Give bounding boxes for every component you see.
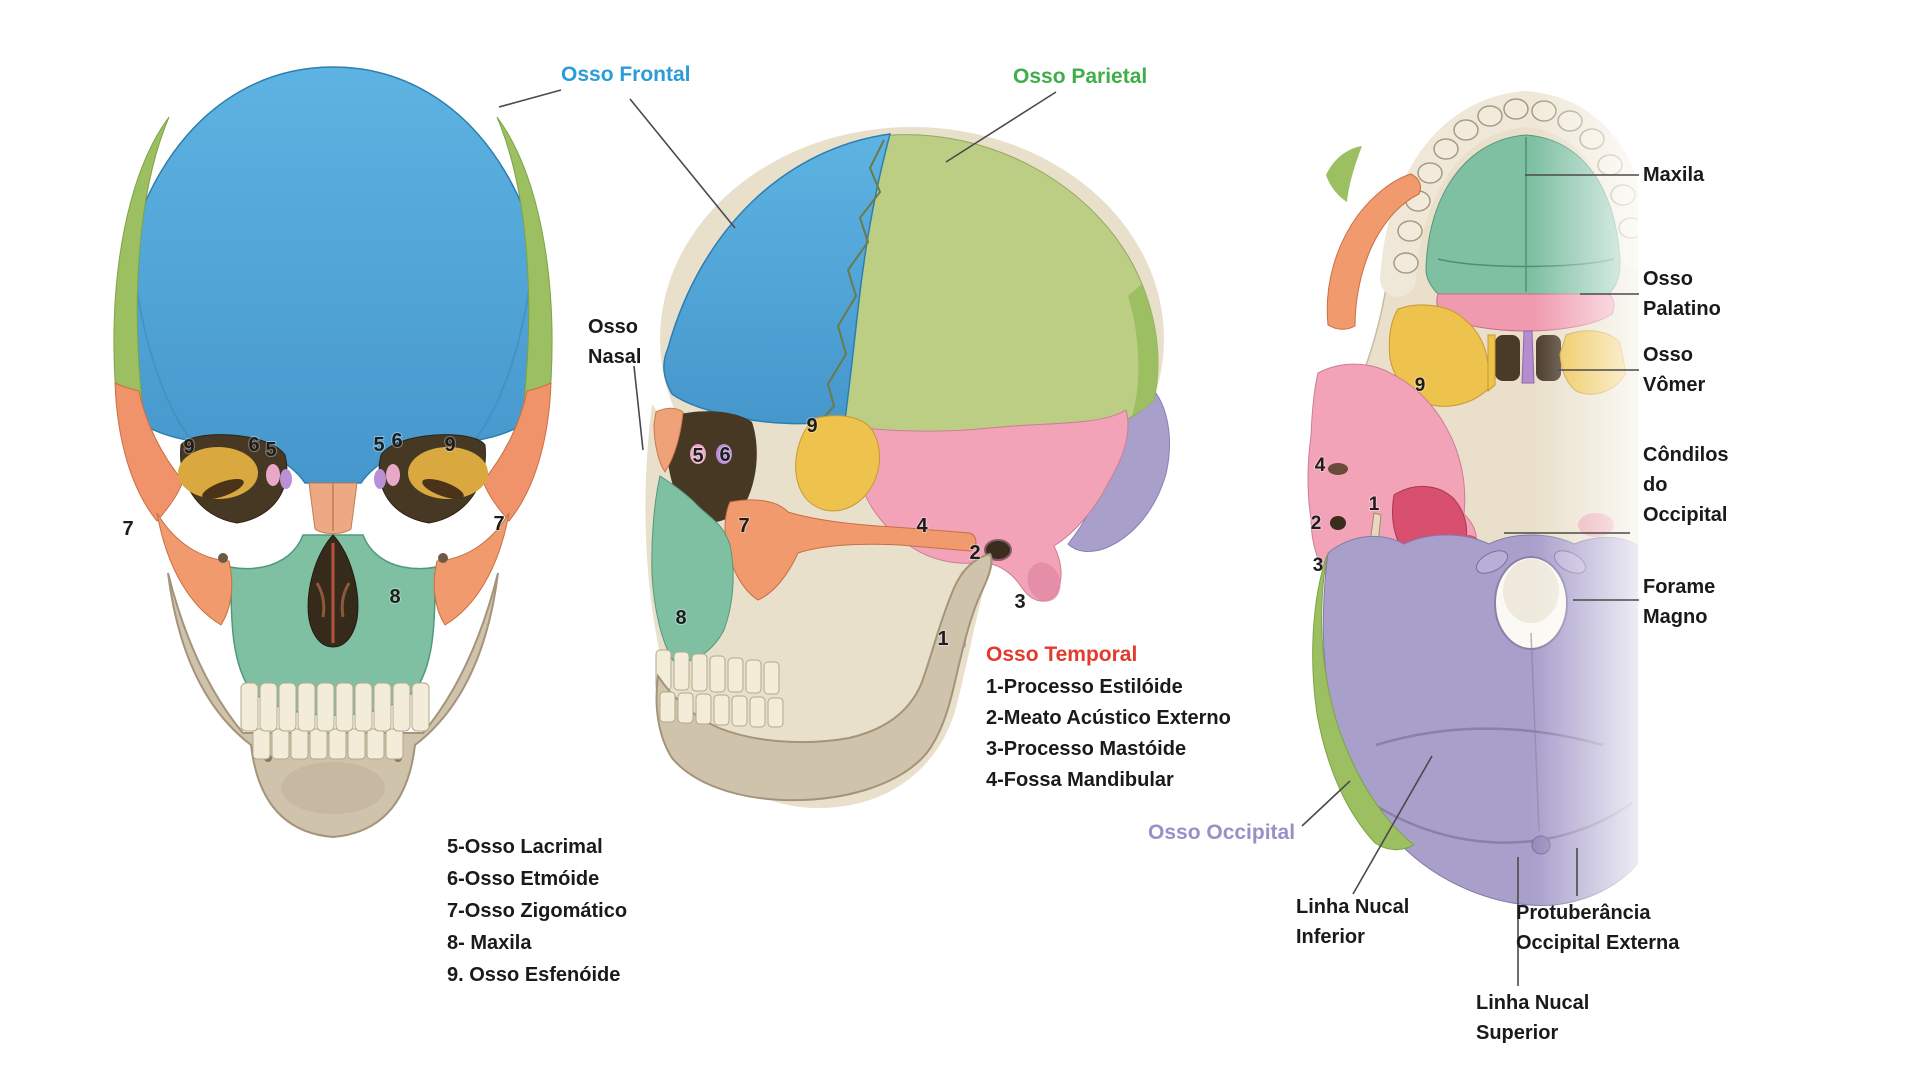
- eye-orbits: [178, 434, 488, 524]
- bone-number-label: 9: [1415, 375, 1426, 396]
- nasal-region: [307, 482, 359, 648]
- legend-item-fossa-mandibular: 4-Fossa Mandibular: [986, 769, 1174, 792]
- label-osso-palatino: Osso Palatino: [1643, 268, 1721, 320]
- nasal-bone: [653, 407, 684, 473]
- maxilla-bone: [651, 475, 734, 663]
- legend-item-osso-esfenoide: 9. Osso Esfenóide: [447, 964, 621, 986]
- legend-temporal-title: Osso Temporal: [986, 643, 1138, 666]
- mandibular-fossa: [1328, 463, 1348, 475]
- label-osso-occipital: Osso Occipital: [1148, 821, 1296, 844]
- bone-number-label: 5: [265, 439, 276, 461]
- legend-item-osso-lacrimal: 5-Osso Lacrimal: [447, 836, 603, 858]
- frontal-bone: [663, 133, 892, 425]
- bone-number-label: 7: [122, 518, 133, 540]
- zygomatic-bone-right: [433, 512, 510, 626]
- legend-item-meato-acustico: 2-Meato Acústico Externo: [986, 707, 1231, 730]
- bone-number-label: 9: [183, 436, 194, 458]
- lacrimal-bone-left: [266, 464, 280, 486]
- eye-orbit: [667, 411, 757, 523]
- inferior-skull-illustration: 9 4 2 3 1: [1307, 73, 1638, 913]
- legend-item-osso-zigomatico: 7-Osso Zigomático: [447, 900, 628, 922]
- bone-number-label: 6: [248, 434, 259, 456]
- anterior-skull-illustration: 9 6 5 5 6 9 7 7 8: [113, 66, 553, 839]
- bone-number-label: 6: [391, 430, 402, 452]
- bone-number-label: 7: [738, 515, 749, 537]
- occipital-condyle-left: [1475, 550, 1509, 574]
- legend-item-osso-etmoide: 6-Osso Etmóide: [447, 868, 600, 890]
- bone-number-label: 8: [389, 586, 400, 608]
- label-osso-vomer: Osso Vômer: [1643, 344, 1706, 396]
- sphenoid-bone: [795, 415, 880, 512]
- label-protuberancia-occipital-externa: Protuberância Occipital Externa: [1516, 902, 1680, 954]
- bone-number-label: 9: [806, 415, 817, 437]
- mandible-bone: [655, 552, 993, 802]
- label-condilos-do-occipital: Côndilos do Occipital: [1643, 444, 1729, 526]
- lower-teeth: [252, 728, 404, 760]
- legend-osso-temporal: Osso Temporal 1-Processo Estilóide 2-Mea…: [986, 642, 1231, 796]
- coronal-suture: [819, 139, 885, 423]
- bone-number-label: 1: [1369, 494, 1380, 515]
- ethmoid-bone-right: [374, 469, 386, 489]
- frontal-bone: [115, 66, 551, 484]
- bone-number-label: 2: [1311, 513, 1322, 534]
- vomer-bone: [1521, 330, 1535, 384]
- label-maxila: Maxila: [1643, 164, 1705, 186]
- label-osso-nasal: Osso Nasal: [588, 316, 642, 368]
- legend-anterior-numbers: 5-Osso Lacrimal 6-Osso Etmóide 7-Osso Zi…: [447, 831, 627, 991]
- upper-teeth: [240, 682, 430, 732]
- bone-number-label: 3: [1313, 555, 1324, 576]
- legend-item-processo-mastoide: 3-Processo Mastóide: [986, 738, 1187, 761]
- label-linha-nucal-superior: Linha Nucal Superior: [1476, 992, 1590, 1044]
- label-linha-nucal-inferior: Linha Nucal Inferior: [1296, 896, 1410, 948]
- bone-number-label: 6: [719, 444, 730, 466]
- lower-teeth: [659, 691, 784, 728]
- ear-canal: [1330, 516, 1346, 530]
- label-osso-frontal: Osso Frontal: [561, 63, 691, 86]
- legend-item-maxila: 8- Maxila: [447, 932, 532, 954]
- bone-number-label: 2: [969, 542, 980, 564]
- label-osso-parietal: Osso Parietal: [1013, 65, 1148, 88]
- upper-teeth: [655, 649, 780, 695]
- lacrimal-bone-right: [386, 464, 400, 486]
- bone-number-label: 7: [493, 513, 504, 535]
- bone-number-label: 5: [692, 445, 703, 467]
- ethmoid-bone: [716, 444, 732, 464]
- bone-number-label: 5: [373, 434, 384, 456]
- legend-item-processo-estiloide: 1-Processo Estilóide: [986, 676, 1183, 699]
- lateral-skull-illustration: 5 6 9 7 8 4 2 3 1: [645, 127, 1170, 809]
- bone-number-label: 4: [916, 515, 928, 537]
- ethmoid-bone-left: [280, 469, 292, 489]
- lacrimal-bone: [690, 444, 706, 464]
- bone-number-label: 9: [444, 434, 455, 456]
- zygomatic-bone-left: [156, 512, 233, 626]
- bone-number-label: 1: [937, 628, 948, 650]
- zygomatic-arch: [1326, 173, 1422, 330]
- bone-number-label: 3: [1014, 591, 1025, 613]
- label-forame-magno: Forame Magno: [1643, 576, 1716, 628]
- bone-number-label: 4: [1315, 455, 1326, 476]
- bone-number-label: 8: [675, 607, 686, 629]
